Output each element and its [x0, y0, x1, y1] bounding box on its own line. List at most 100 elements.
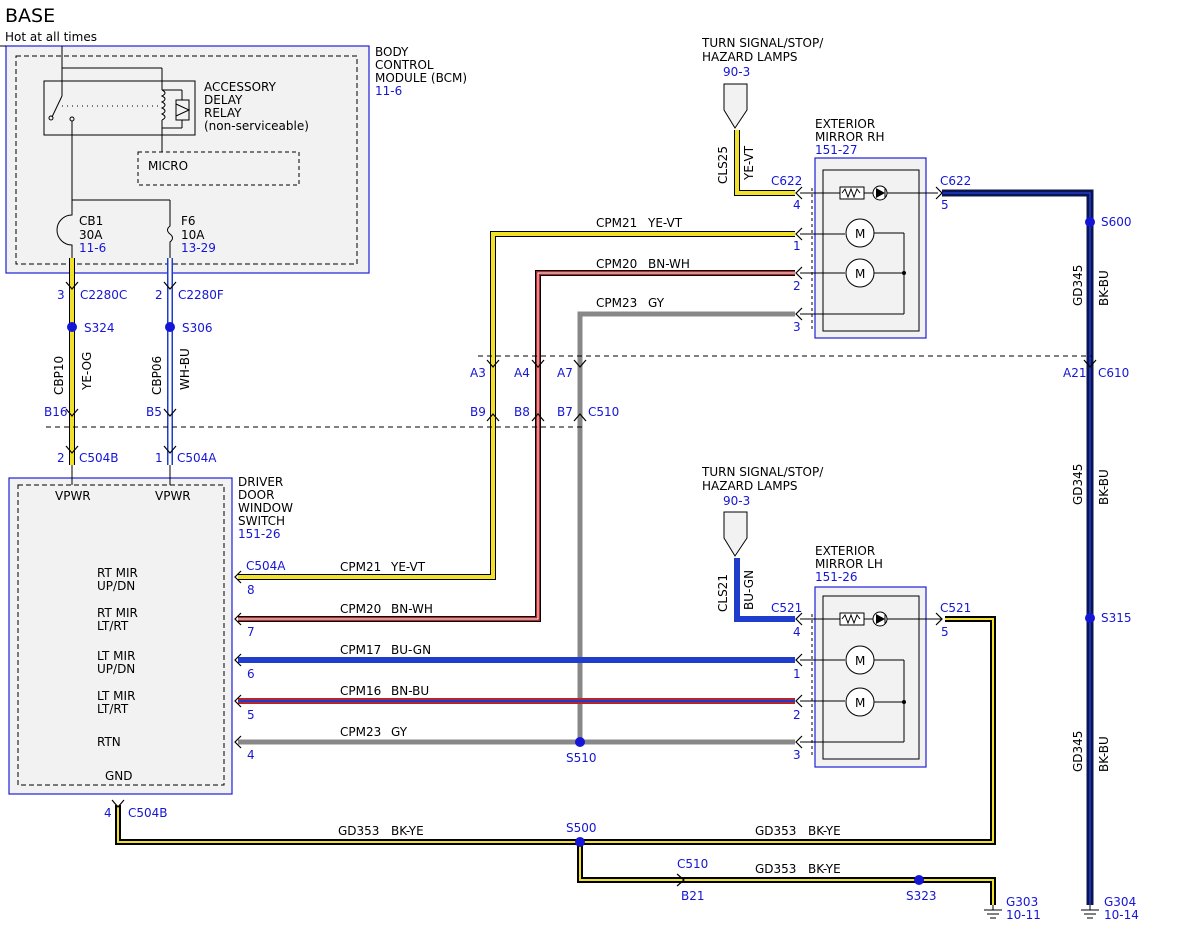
mirror-rh-ref: 151-27 [815, 143, 858, 157]
c504b-top-pin: 2 [57, 451, 65, 465]
gd345-color-1: BK-BU [1097, 270, 1111, 306]
turn-lamps-top: TURN SIGNAL/STOP/ HAZARD LAMPS 90-3 [701, 36, 824, 129]
switch-ref: 151-26 [238, 527, 281, 541]
c521-left: C521 [771, 601, 802, 615]
switch-name-1: DRIVER [238, 475, 283, 489]
g303-ref: 10-11 [1006, 908, 1041, 922]
mirror-rh-label-2: MIRROR RH [815, 130, 885, 144]
s306-label: S306 [182, 321, 213, 335]
cpm21-circuit: CPM21 [340, 560, 381, 574]
switch-pin-4: 4 [247, 748, 255, 762]
cls21-circuit: CLS21 [716, 574, 730, 612]
switch-pin-7: 7 [247, 625, 255, 639]
cpm16-color: BN-BU [391, 684, 429, 698]
motor-symbol-lh-1: M [855, 654, 865, 668]
mirror-lh-ref: 151-26 [815, 570, 858, 584]
s315-label: S315 [1101, 611, 1132, 625]
lh-pin-5: 5 [941, 625, 949, 639]
f6-ref: 13-29 [181, 241, 216, 255]
c504a-top-pin: 1 [155, 451, 163, 465]
g304-name: G304 [1104, 895, 1136, 909]
cpm17-circuit: CPM17 [340, 643, 381, 657]
splice-s323 [914, 875, 924, 885]
cpm16-circuit: CPM16 [340, 684, 381, 698]
lt-mir-ltrt-2: LT/RT [97, 702, 129, 716]
b16-label: B16 [44, 405, 68, 419]
relay-label-3: RELAY [204, 106, 242, 120]
cbp06-circuit: CBP06 [150, 356, 164, 395]
rh-pin-3: 3 [793, 320, 801, 334]
cls25-circuit: CLS25 [716, 146, 730, 184]
mirror-rh: EXTERIOR MIRROR RH 151-27 M M C622 C622 [771, 117, 971, 339]
a21-label: A21 [1063, 366, 1086, 380]
turn-top-ref: 90-3 [723, 65, 750, 79]
c504a-label: C504A [246, 559, 286, 573]
splice-s510 [575, 737, 585, 747]
bcm-module: ACCESSORY DELAY RELAY (non-serviceable) … [0, 45, 467, 274]
b9-label: B9 [470, 405, 486, 419]
rt-mir-updn-2: UP/DN [97, 579, 135, 593]
c521-right: C521 [940, 601, 971, 615]
splice-s500 [575, 837, 585, 847]
rh-pin-4: 4 [793, 198, 801, 212]
gd353-circuit-2: GD353 [755, 824, 796, 838]
b21-label: B21 [681, 889, 705, 903]
switch-pin-6: 6 [247, 667, 255, 681]
cbp10-color: YE-OG [80, 352, 94, 391]
mirror-rh-label-1: EXTERIOR [815, 117, 875, 131]
gd345-color-3: BK-BU [1097, 736, 1111, 772]
b5-label: B5 [146, 405, 162, 419]
c2280f-pin: 2 [155, 288, 163, 302]
g304-ref: 10-14 [1104, 908, 1139, 922]
lt-mir-updn-2: UP/DN [97, 662, 135, 676]
c504b-top-name: C504B [79, 451, 119, 465]
a7-label: A7 [557, 366, 573, 380]
f6-rating: 10A [181, 228, 205, 242]
turn-lamps-bottom: TURN SIGNAL/STOP/ HAZARD LAMPS 90-3 [701, 465, 824, 557]
c2280f-name: C2280F [178, 288, 224, 302]
c610-label: C610 [1098, 366, 1129, 380]
c2280c-name: C2280C [80, 288, 127, 302]
lt-mir-updn-1: LT MIR [97, 649, 135, 663]
cpm20-color-top: BN-WH [648, 257, 690, 271]
gd353-circuit-3: GD353 [755, 862, 796, 876]
cb1-ref: 11-6 [79, 241, 106, 255]
gd345-circuit-3: GD345 [1071, 731, 1085, 772]
turn-bottom-label-2: HAZARD LAMPS [702, 479, 797, 493]
gnd-pin: 4 [104, 806, 112, 820]
turn-bottom-label-1: TURN SIGNAL/STOP/ [701, 465, 824, 479]
turn-top-label-2: HAZARD LAMPS [702, 50, 797, 64]
motor-symbol-rh-1: M [855, 227, 865, 241]
gd345-circuit-2: GD345 [1071, 464, 1085, 505]
motor-symbol-rh-2: M [855, 267, 865, 281]
mirror-lh: EXTERIOR MIRROR LH 151-26 M M C521 C521 [771, 544, 971, 768]
bcm-name-2: CONTROL [375, 58, 434, 72]
cpm20-circuit: CPM20 [340, 602, 381, 616]
g303-name: G303 [1006, 895, 1038, 909]
switch-pin-5: 5 [247, 708, 255, 722]
rh-pin-2: 2 [793, 279, 801, 293]
cls21-color: BU-GN [742, 570, 756, 610]
cpm21-color-top: YE-VT [647, 216, 683, 230]
splice-s324 [67, 322, 77, 332]
cls25-color: YE-VT [742, 145, 756, 181]
relay-label-4: (non-serviceable) [204, 119, 309, 133]
cpm20-color: BN-WH [391, 602, 433, 616]
f6-name: F6 [181, 214, 196, 228]
s323-label: S323 [906, 889, 937, 903]
switch-name-2: DOOR [238, 488, 274, 502]
bcm-name-3: MODULE (BCM) [375, 71, 467, 85]
splice-s600 [1085, 217, 1095, 227]
c622-right: C622 [940, 174, 971, 188]
cpm23-circuit: CPM23 [340, 725, 381, 739]
rt-mir-ltrt-2: LT/RT [97, 619, 129, 633]
a3-label: A3 [470, 366, 486, 380]
cbp06-color: WH-BU [178, 348, 192, 390]
switch-name-3: WINDOW [238, 501, 293, 515]
gnd-conn: C504B [128, 806, 168, 820]
s510-label: S510 [566, 751, 597, 765]
supply-label: Hot at all times [5, 30, 97, 44]
bcm-ref: 11-6 [375, 84, 402, 98]
c510-bottom-label: C510 [677, 857, 708, 871]
